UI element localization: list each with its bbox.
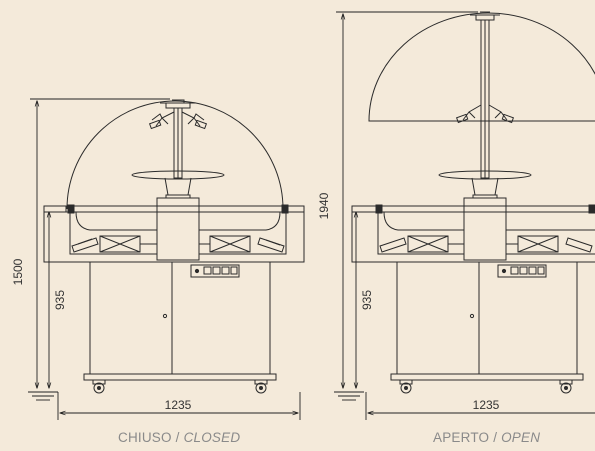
closed-width-label: 1235 xyxy=(165,398,192,412)
open-height-counter-label: 935 xyxy=(360,290,374,310)
closed-caption-sep: / xyxy=(175,430,180,445)
open-height-total-label: 1940 xyxy=(317,192,331,219)
open-caption-sep: / xyxy=(493,430,498,445)
open-caption-en: OPEN xyxy=(501,430,541,445)
closed-caption-it: CHIUSO xyxy=(118,430,172,445)
closed-height-counter-label: 935 xyxy=(53,290,67,310)
closed-dome xyxy=(66,100,284,210)
closed-caption-en: CLOSED xyxy=(183,430,241,445)
open-trays xyxy=(379,235,593,253)
closed-trays xyxy=(71,235,285,253)
open-caption: APERTO / OPEN xyxy=(433,430,540,445)
closed-view xyxy=(43,99,305,394)
open-central-column xyxy=(463,197,507,261)
open-dome xyxy=(368,12,595,122)
closed-wheels xyxy=(92,379,268,394)
closed-caption: CHIUSO / CLOSED xyxy=(118,430,240,445)
closed-control-panel xyxy=(190,264,240,278)
open-control-panel xyxy=(497,264,547,278)
open-caption-it: APERTO xyxy=(433,430,490,445)
closed-counter xyxy=(43,204,305,263)
closed-height-total-label: 1500 xyxy=(11,258,25,285)
open-view xyxy=(351,11,595,394)
open-counter xyxy=(351,204,595,263)
open-cabinet xyxy=(390,261,584,381)
closed-central-column xyxy=(156,197,200,261)
closed-cabinet xyxy=(83,261,277,381)
closed-light-fixture xyxy=(148,107,208,179)
open-width-label: 1235 xyxy=(473,398,500,412)
open-light-fixture xyxy=(455,19,515,179)
open-dimensions xyxy=(334,11,595,420)
closed-dimensions xyxy=(28,98,301,420)
open-wheels xyxy=(399,379,573,394)
